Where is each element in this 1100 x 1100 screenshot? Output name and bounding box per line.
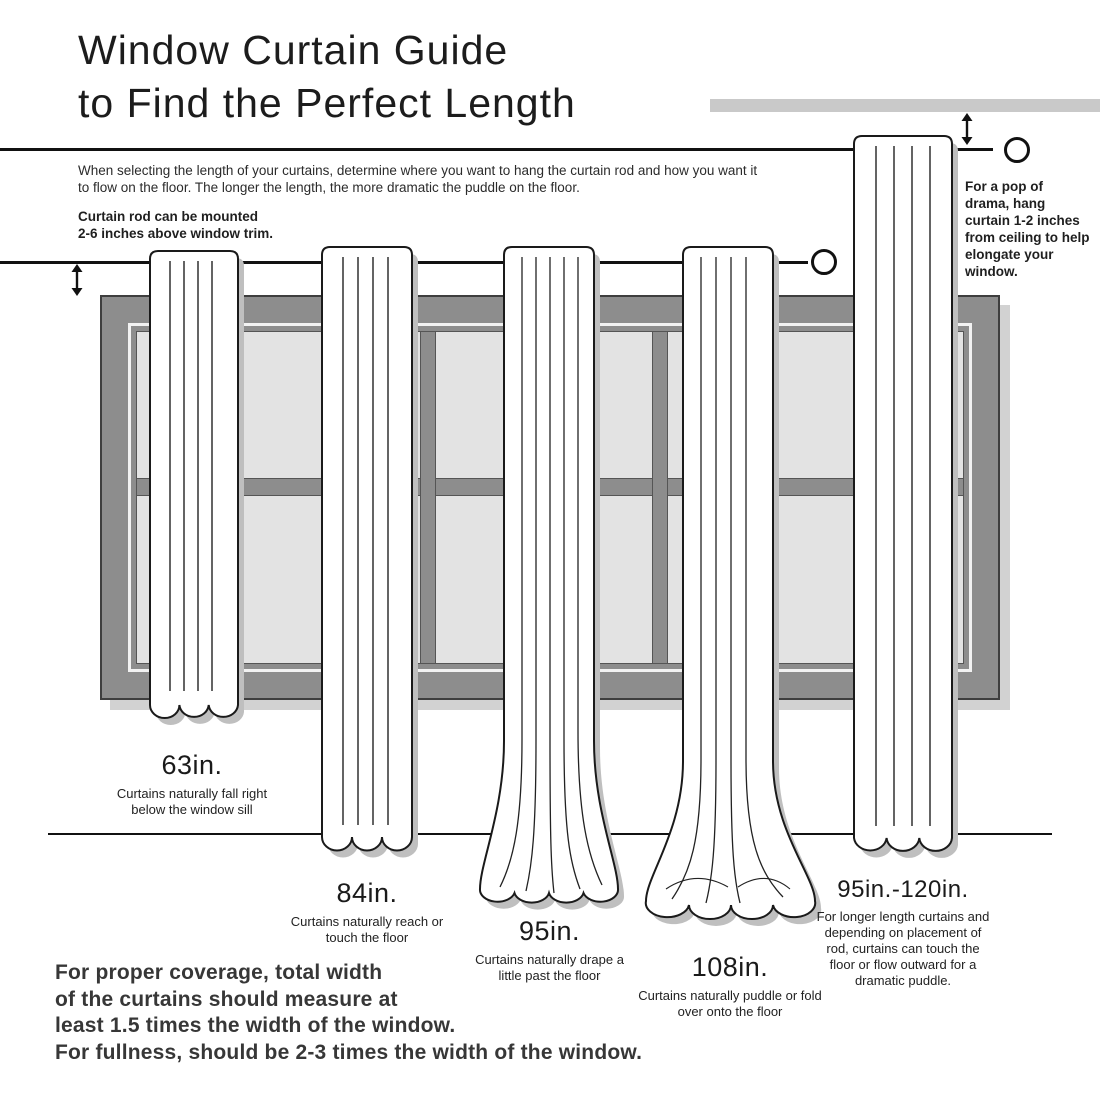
label-84in: 84in. Curtains naturally reach or touch … [279,878,455,946]
intro-text: When selecting the length of your curtai… [78,163,758,195]
label-95-120in-desc: For longer length curtains and depending… [816,909,990,988]
label-95-120in: 95in.-120in. For longer length curtains … [815,876,991,989]
footer-line4: For fullness, should be 2-3 times the wi… [55,1040,643,1064]
rod-note-line2: 2-6 inches above window trim. [78,226,274,241]
window-mullion-vertical-left [420,331,436,664]
curtain-63in [149,250,244,725]
label-95in-desc: Curtains naturally drape a little past t… [475,952,624,983]
label-95in-length: 95in. [518,916,581,946]
window-mullion-vertical-right [652,331,668,664]
label-108in-desc: Curtains naturally puddle or fold over o… [638,988,822,1019]
curtain-95in [478,246,625,910]
ceiling-curtain-rod [0,148,993,151]
ceiling-shadow-bar [710,99,1100,112]
ceiling-rod-finial [1004,137,1030,163]
label-84in-length: 84in. [336,878,398,908]
page-title: Window Curtain Guide to Find the Perfect… [78,24,576,130]
label-84in-desc: Curtains naturally reach or touch the fl… [290,914,444,945]
label-95in: 95in. Curtains naturally drape a little … [462,916,637,984]
footer-line3: least 1.5 times the width of the window. [55,1014,456,1037]
ceiling-gap-arrow-icon [961,113,973,145]
footer-line2: of the curtains should measure at [55,987,398,1011]
rod-height-arrow-icon [71,264,83,296]
curtain-108in [644,246,822,926]
footer-line1: For proper coverage, total width [55,961,383,984]
label-108in-length: 108in. [691,952,769,982]
rod-note-line1: Curtain rod can be mounted [78,209,259,224]
curtain-95-120in [853,135,958,858]
main-rod-finial [811,249,837,275]
footer-note: For proper coverage, total width of the … [55,960,642,1066]
label-63in: 63in. Curtains naturally fall right belo… [104,750,280,818]
curtain-84in [321,246,418,858]
label-95-120in-length: 95in.-120in. [837,876,969,903]
page-title-line1: Window Curtain Guide [78,27,509,73]
label-63in-desc: Curtains naturally fall right below the … [116,786,268,817]
page-title-line2: to Find the Perfect Length [78,80,576,126]
label-63in-length: 63in. [161,750,223,780]
rod-note: Curtain rod can be mounted 2-6 inches ab… [78,208,273,242]
ceiling-tip-text: For a pop of drama, hang curtain 1-2 inc… [965,179,1090,279]
label-108in: 108in. Curtains naturally puddle or fold… [638,952,822,1020]
